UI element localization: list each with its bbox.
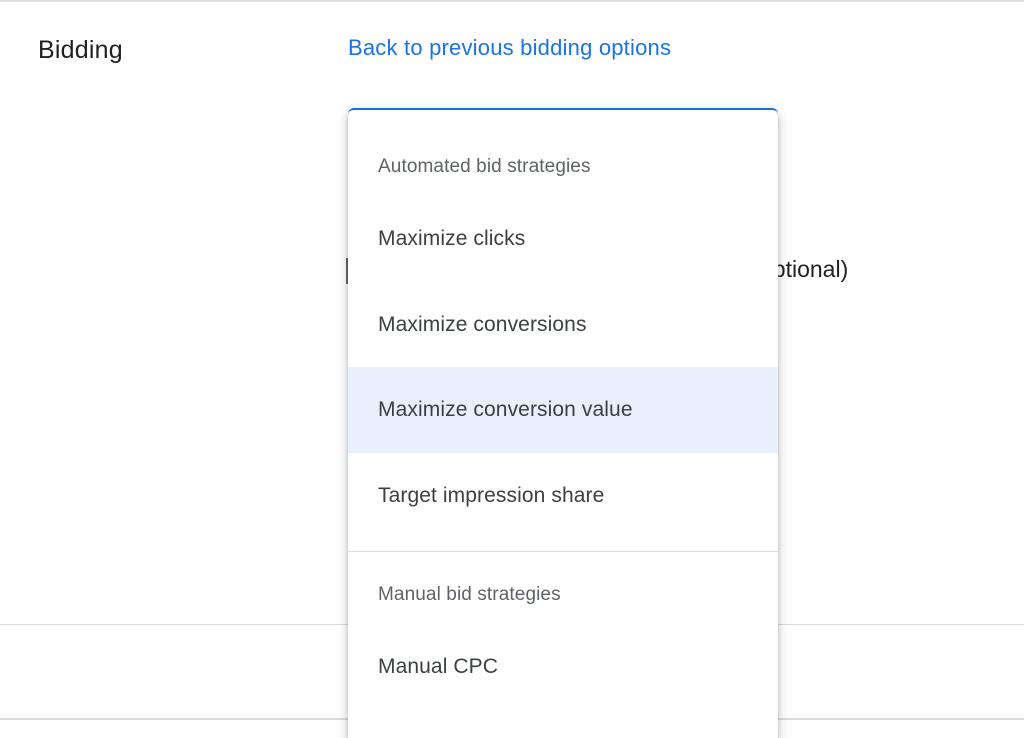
group-header-automated: Automated bid strategies bbox=[378, 156, 591, 177]
menu-item-manual-cpc[interactable]: Manual CPC bbox=[378, 655, 499, 678]
bid-strategy-dropdown-menu: Automated bid strategies Maximize clicks… bbox=[348, 110, 778, 738]
obscured-field-edge bbox=[346, 258, 349, 284]
menu-divider bbox=[348, 551, 778, 552]
menu-item-target-impression-share[interactable]: Target impression share bbox=[378, 484, 605, 507]
bid-strategy-select-field[interactable] bbox=[348, 108, 778, 116]
back-to-previous-bidding-options-link[interactable]: Back to previous bidding options bbox=[348, 35, 672, 60]
menu-item-maximize-conversions[interactable]: Maximize conversions bbox=[378, 313, 587, 336]
section-title: Bidding bbox=[38, 36, 123, 64]
group-header-manual: Manual bid strategies bbox=[378, 584, 561, 605]
menu-item-maximize-conversion-value[interactable]: Maximize conversion value bbox=[348, 367, 778, 453]
top-divider bbox=[0, 0, 1024, 2]
menu-item-maximize-clicks[interactable]: Maximize clicks bbox=[378, 227, 526, 250]
